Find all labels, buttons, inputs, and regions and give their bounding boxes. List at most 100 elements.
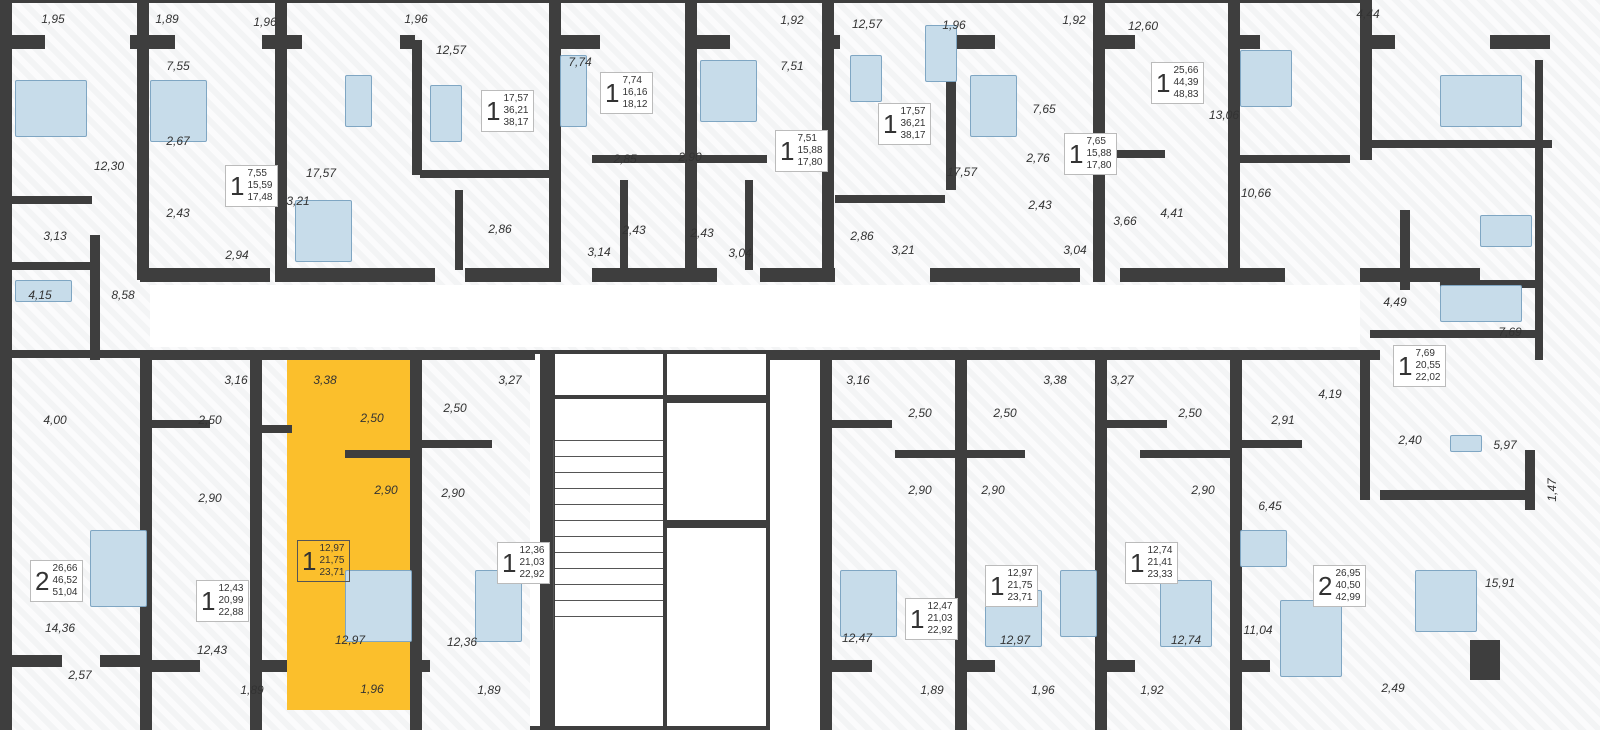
room-area-label: 2,50 — [443, 401, 467, 415]
wall — [90, 235, 100, 360]
furniture — [1440, 285, 1522, 322]
wall — [745, 180, 753, 270]
total-area-with-balcony: 18,12 — [622, 99, 648, 110]
wall — [465, 268, 555, 282]
total-area: 21,75 — [319, 555, 345, 566]
room-count: 1 — [302, 546, 317, 576]
wall — [1535, 60, 1543, 360]
furniture — [1440, 75, 1522, 127]
room-area-label: 1,96 — [404, 12, 428, 26]
furniture — [345, 570, 412, 642]
total-area: 21,41 — [1147, 557, 1173, 568]
wall — [663, 520, 770, 528]
room-area-label: 7,69 — [1498, 325, 1522, 339]
wall — [832, 420, 892, 428]
total-area: 36,21 — [503, 105, 529, 116]
living-area: 26,95 — [1335, 568, 1361, 579]
room-count: 1 — [990, 571, 1005, 601]
room-count: 1 — [1398, 351, 1413, 381]
wall — [137, 0, 149, 280]
wall — [1240, 268, 1285, 282]
room-area-label: 12,47 — [841, 631, 873, 645]
wall — [663, 350, 667, 730]
room-count: 1 — [486, 96, 501, 126]
total-area-with-balcony: 23,33 — [1147, 569, 1173, 580]
room-area-label: 13,06 — [1208, 108, 1240, 122]
room-area-label: 4,15 — [28, 288, 52, 302]
room-area-label: 4,19 — [1318, 387, 1342, 401]
room-area-label: 14,36 — [44, 621, 76, 635]
room-area-label: 1,96 — [360, 682, 384, 696]
room-area-label: 3,27 — [1110, 373, 1134, 387]
room-area-label: 1,47 — [1545, 478, 1559, 502]
room-area-label: 2,86 — [850, 229, 874, 243]
room-count: 1 — [1156, 68, 1171, 98]
total-area-with-balcony: 48,83 — [1173, 89, 1199, 100]
room-area-label: 1,89 — [155, 12, 179, 26]
room-area-label: 2,50 — [993, 406, 1017, 420]
room-area-label: 3,16 — [846, 373, 870, 387]
wall — [822, 0, 834, 282]
total-area-with-balcony: 22,88 — [218, 607, 244, 618]
wall — [1490, 35, 1550, 49]
wall — [1230, 660, 1270, 672]
total-area-with-balcony: 38,17 — [503, 117, 529, 128]
furniture — [1450, 435, 1482, 452]
wall — [140, 350, 535, 360]
room-count: 1 — [910, 604, 925, 634]
room-area-label: 4,00 — [43, 413, 67, 427]
wall — [946, 40, 956, 190]
room-area-label: 5,97 — [1493, 438, 1517, 452]
furniture — [850, 55, 882, 102]
stair-step — [555, 616, 663, 617]
wall — [12, 196, 92, 204]
living-area: 12,47 — [927, 601, 953, 612]
room-area-label: 2,90 — [374, 483, 398, 497]
furniture — [840, 570, 897, 637]
furniture — [1160, 580, 1212, 647]
total-area: 21,75 — [1007, 580, 1033, 591]
total-area-with-balcony: 42,99 — [1335, 592, 1361, 603]
room-area-label: 3,16 — [224, 373, 248, 387]
room-area-label: 1,92 — [1062, 13, 1086, 27]
wall — [832, 660, 872, 672]
room-area-label: 2,94 — [225, 248, 249, 262]
furniture — [700, 60, 757, 122]
stair-step — [555, 584, 663, 585]
room-area-label: 15,91 — [1484, 576, 1516, 590]
room-area-label: 2,50 — [198, 413, 222, 427]
total-area: 15,59 — [247, 180, 273, 191]
room-area-label: 1,96 — [1031, 683, 1055, 697]
total-area: 44,39 — [1173, 77, 1199, 88]
stair-step — [555, 440, 663, 441]
living-area: 25,66 — [1173, 65, 1199, 76]
total-area-with-balcony: 22,02 — [1415, 372, 1441, 383]
furniture — [1280, 600, 1342, 677]
furniture — [560, 55, 587, 127]
room-area-label: 3,21 — [891, 243, 915, 257]
room-count: 1 — [1130, 548, 1145, 578]
total-area: 36,21 — [900, 118, 926, 129]
stair-core — [530, 350, 820, 730]
stair-step — [555, 600, 663, 601]
room-area-label: 7,65 — [1032, 102, 1056, 116]
room-area-label: 12,30 — [93, 159, 125, 173]
room-count: 2 — [35, 566, 50, 596]
wall — [1400, 210, 1410, 290]
